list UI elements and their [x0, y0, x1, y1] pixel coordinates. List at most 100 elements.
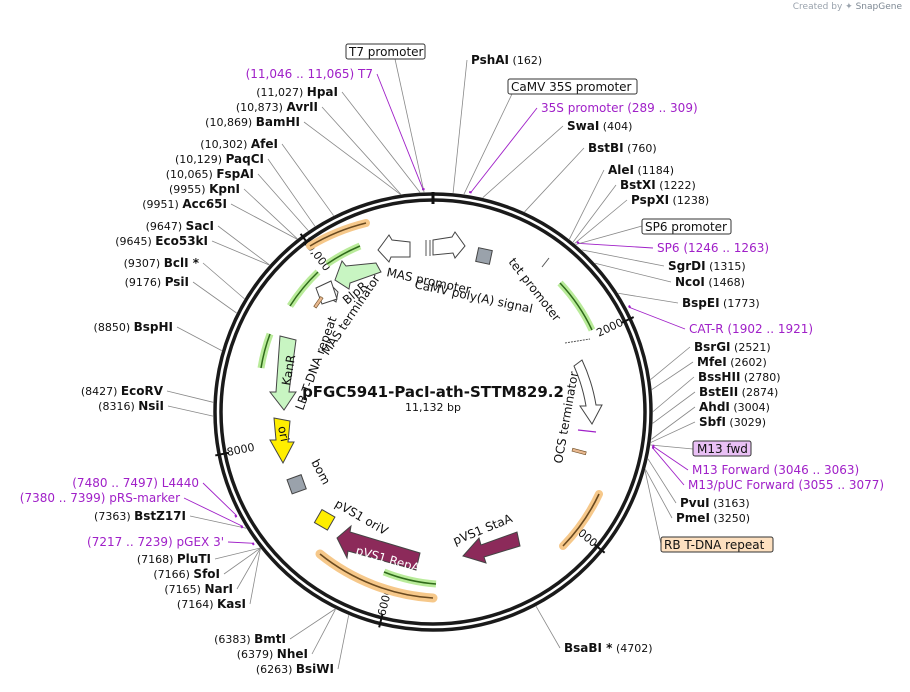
enzyme-site-psii[interactable]: (9176) PsiI	[125, 275, 189, 289]
enzyme-site-bsshii[interactable]: BssHII (2780)	[698, 370, 780, 384]
enzyme-site-bspei[interactable]: BspEI (1773)	[682, 296, 760, 310]
enzyme-site-pluti[interactable]: (7168) PluTI	[137, 552, 211, 566]
enzyme-site-nhei[interactable]: (6379) NheI	[237, 647, 308, 661]
enzyme-site-bstbi[interactable]: BstBI (760)	[588, 141, 657, 155]
svg-text:35S promoter (289 .. 309): 35S promoter (289 .. 309)	[541, 101, 698, 115]
enzyme-site-bstz17i[interactable]: (7363) BstZ17I	[94, 509, 186, 523]
enzyme-site-pspxi[interactable]: PspXI (1238)	[631, 193, 709, 207]
enzyme-site-bsrgi[interactable]: BsrGI (2521)	[694, 340, 771, 354]
enzyme-site-kpni[interactable]: (9955) KpnI	[169, 182, 240, 196]
enzyme-name: AfeI	[251, 137, 278, 151]
svg-text:BsrGI (2521): BsrGI (2521)	[694, 340, 771, 354]
plasmid-title: pFGC5941-PacI-ath-STTM829.2	[302, 383, 564, 401]
enzyme-name: SfoI	[193, 567, 220, 581]
primer-range: (3046 .. 3063)	[770, 463, 860, 477]
enzyme-name: BspHI	[134, 320, 173, 334]
svg-text:(7165) NarI: (7165) NarI	[164, 582, 233, 596]
enzyme-site-bamhi[interactable]: (10,869) BamHI	[205, 115, 300, 129]
enzyme-site-hpai[interactable]: (11,027) HpaI	[256, 85, 338, 99]
enzyme-site-bsabi[interactable]: BsaBI * (4702)	[564, 641, 653, 655]
enzyme-position: (1315)	[706, 260, 746, 273]
primer-t7[interactable]: (11,046 .. 11,065) T7	[246, 67, 373, 81]
primer-m13-puc-forward[interactable]: M13/pUC Forward (3055 .. 3077)	[688, 478, 884, 492]
svg-text:(10,129) PaqCI: (10,129) PaqCI	[175, 152, 264, 166]
enzyme-name: PvuI	[680, 496, 710, 510]
svg-text:SgrDI (1315): SgrDI (1315)	[668, 259, 746, 273]
enzyme-name: PmeI	[676, 511, 710, 525]
enzyme-site-eco53ki[interactable]: (9645) Eco53kI	[115, 234, 208, 248]
enzyme-site-swai[interactable]: SwaI (404)	[567, 119, 632, 133]
boxed-labels[interactable]: T7 promoter CaMV 35S promoter SP6 promot…	[345, 43, 774, 553]
enzyme-position: (1184)	[634, 164, 674, 177]
enzyme-site-pvui[interactable]: PvuI (3163)	[680, 496, 750, 510]
camv-35s-promoter-box[interactable]: CaMV 35S promoter	[507, 78, 638, 95]
svg-text:(8850) BspHI: (8850) BspHI	[94, 320, 173, 334]
svg-text:(7363) BstZ17I: (7363) BstZ17I	[94, 509, 186, 523]
enzyme-site-alei[interactable]: AleI (1184)	[608, 163, 674, 177]
enzyme-site-bmti[interactable]: (6383) BmtI	[214, 632, 286, 646]
enzyme-site-bcli[interactable]: (9307) BclI *	[124, 256, 200, 270]
enzyme-name: KpnI	[209, 182, 240, 196]
primer-range: (1902 .. 1921)	[724, 322, 814, 336]
enzyme-site-ncoi[interactable]: NcoI (1468)	[675, 275, 745, 289]
enzyme-name: BstZ17I	[134, 509, 186, 523]
enzyme-name: NsiI	[138, 399, 164, 413]
primer-pgex-3[interactable]: (7217 .. 7239) pGEX 3'	[87, 535, 224, 549]
svg-text:PshAI (162): PshAI (162)	[471, 53, 542, 67]
enzyme-site-bsiwi[interactable]: (6263) BsiWI	[256, 662, 334, 676]
enzyme-site-kasi[interactable]: (7164) KasI	[177, 597, 246, 611]
enzyme-site-pmei[interactable]: PmeI (3250)	[676, 511, 750, 525]
ori-label: ori	[275, 425, 292, 443]
svg-text:(9176) PsiI: (9176) PsiI	[125, 275, 189, 289]
enzyme-site-sfoi[interactable]: (7166) SfoI	[153, 567, 220, 581]
enzyme-site-sgrdi[interactable]: SgrDI (1315)	[668, 259, 746, 273]
svg-text:(7164) KasI: (7164) KasI	[177, 597, 246, 611]
enzyme-site-fspai[interactable]: (10,065) FspAI	[166, 167, 254, 181]
enzyme-site-mfei[interactable]: MfeI (2602)	[697, 355, 767, 369]
enzyme-site-bsteii[interactable]: BstEII (2874)	[699, 385, 778, 399]
primer-35s-promoter[interactable]: 35S promoter (289 .. 309)	[541, 101, 698, 115]
enzyme-site-pshai[interactable]: PshAI (162)	[471, 53, 542, 67]
enzyme-position: (2780)	[740, 371, 780, 384]
enzyme-site-ecorv[interactable]: (8427) EcoRV	[81, 384, 164, 398]
primer-sp6[interactable]: SP6 (1246 .. 1263)	[657, 241, 769, 255]
enzyme-position: (6383)	[214, 633, 254, 646]
enzyme-position: (9955)	[169, 183, 209, 196]
primer-prs-marker[interactable]: (7380 .. 7399) pRS-marker	[20, 491, 180, 505]
enzyme-name: SgrDI	[668, 259, 706, 273]
enzyme-site-nari[interactable]: (7165) NarI	[164, 582, 233, 596]
svg-text:(7168) PluTI: (7168) PluTI	[137, 552, 211, 566]
svg-text:(9955) KpnI: (9955) KpnI	[169, 182, 240, 196]
enzyme-site-paqci[interactable]: (10,129) PaqCI	[175, 152, 264, 166]
enzyme-site-saci[interactable]: (9647) SacI	[146, 219, 214, 233]
m13-fwd-box[interactable]: M13 fwd	[692, 440, 752, 457]
enzyme-position: (7165)	[164, 583, 204, 596]
enzyme-position: (9951)	[142, 198, 182, 211]
enzyme-site-bstxi[interactable]: BstXI (1222)	[620, 178, 696, 192]
t7-promoter-box[interactable]: T7 promoter	[345, 43, 426, 60]
pvs1-oriv-label: pVS1 oriV	[333, 496, 392, 538]
svg-text:PvuI (3163): PvuI (3163)	[680, 496, 750, 510]
enzyme-site-nsii[interactable]: (8316) NsiI	[98, 399, 164, 413]
primer-l4440[interactable]: (7480 .. 7497) L4440	[72, 476, 199, 490]
rb-tdna-repeat-box[interactable]: RB T-DNA repeat	[660, 536, 774, 553]
bom-label: bom	[308, 457, 333, 487]
enzyme-position: (162)	[509, 54, 542, 67]
enzyme-site-afei[interactable]: (10,302) AfeI	[200, 137, 278, 151]
site-labels[interactable]: PshAI (162) SwaI (404) BstBI (760) AleI (11…	[20, 53, 884, 676]
tick-label-2000: 2000	[595, 316, 626, 340]
svg-text:BssHII (2780): BssHII (2780)	[698, 370, 780, 384]
primer-m13-forward[interactable]: M13 Forward (3046 .. 3063)	[692, 463, 859, 477]
enzyme-site-avrii[interactable]: (10,873) AvrII	[236, 100, 318, 114]
sp6-promoter-box[interactable]: SP6 promoter	[641, 218, 732, 235]
tick-6000	[378, 614, 384, 628]
svg-text:BstXI (1222): BstXI (1222)	[620, 178, 696, 192]
primer-cat-r[interactable]: CAT-R (1902 .. 1921)	[689, 322, 813, 336]
enzyme-site-bsphi[interactable]: (8850) BspHI	[94, 320, 173, 334]
enzyme-site-acc65i[interactable]: (9951) Acc65I	[142, 197, 227, 211]
enzyme-position: (8427)	[81, 385, 121, 398]
enzyme-site-sbfi[interactable]: SbfI (3029)	[699, 415, 766, 429]
enzyme-site-ahdi[interactable]: AhdI (3004)	[699, 400, 770, 414]
primer-name: SP6	[657, 241, 680, 255]
